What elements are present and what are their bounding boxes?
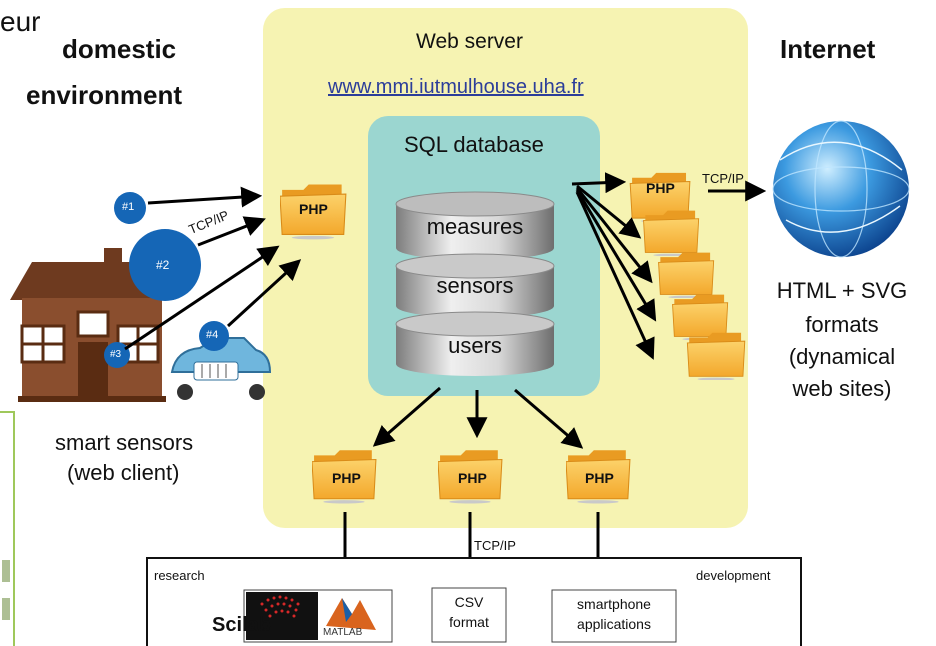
sensor-badge-3: #3	[110, 349, 122, 360]
csv-label: CSV	[454, 594, 484, 610]
sensor-badge-3-circle	[104, 342, 130, 368]
formats-line3: (dynamical	[788, 344, 896, 369]
domestic-heading: domestic	[62, 34, 177, 64]
php-label-smartphone: PHP	[585, 470, 614, 486]
globe-illustration	[772, 120, 910, 258]
development-label: development	[696, 568, 771, 583]
scilab-logo-dots	[260, 595, 300, 618]
php-label-output: PHP	[646, 180, 675, 196]
smartphone-apps-box	[551, 589, 677, 643]
php-label-research: PHP	[332, 470, 361, 486]
php-folder-stack	[658, 252, 715, 298]
cropped-heading: eur	[0, 6, 41, 37]
server-url-link[interactable]: www.mmi.iutmulhouse.uha.fr	[328, 76, 584, 98]
csv-format-box	[431, 587, 507, 643]
web-server-title: Web server	[416, 30, 523, 53]
sensor-badge-1: #1	[122, 201, 135, 213]
sensor-badge-2-circle	[129, 229, 201, 301]
table-sensors: sensors	[436, 273, 514, 298]
web-client-label: (web client)	[67, 460, 180, 485]
car-illustration	[170, 337, 272, 400]
sensor-badge-4-circle	[199, 321, 229, 351]
house-illustration	[10, 248, 174, 402]
smartphone-label: smartphone	[577, 596, 651, 612]
sensor-badge-2: #2	[156, 258, 170, 272]
sensor-badge-4: #4	[206, 329, 219, 341]
formats-line1: HTML + SVG	[776, 278, 908, 303]
table-measures: measures	[426, 214, 524, 239]
environment-heading: environment	[26, 80, 183, 110]
research-label: research	[154, 568, 205, 583]
tcpip-label-internet: TCP/IP	[702, 171, 744, 186]
formats-line4: web sites)	[792, 376, 892, 401]
database-stack	[395, 191, 555, 376]
internet-heading: Internet	[780, 34, 876, 64]
php-folder-stack	[686, 332, 746, 380]
format-label: format	[449, 614, 489, 630]
green-frame	[0, 411, 15, 646]
green-frame-mark	[2, 560, 10, 582]
scilab-wordmark: Scilab	[212, 614, 271, 636]
formats-line2: formats	[805, 312, 879, 337]
php-folder-stack	[643, 210, 700, 256]
php-label-input: PHP	[299, 201, 328, 217]
sql-database-title: SQL database	[404, 132, 544, 157]
smart-sensors-label: smart sensors	[55, 430, 194, 455]
table-users: users	[448, 333, 502, 358]
sensor-badge-1-circle	[114, 192, 146, 224]
scilab-logo-bg	[246, 592, 318, 640]
applications-label: applications	[577, 616, 651, 632]
arrows	[124, 172, 767, 585]
matlab-wordmark: MATLAB	[323, 627, 363, 638]
green-frame-mark	[2, 598, 10, 620]
php-label-csv: PHP	[458, 470, 487, 486]
tcpip-label-bottom: TCP/IP	[474, 538, 516, 553]
